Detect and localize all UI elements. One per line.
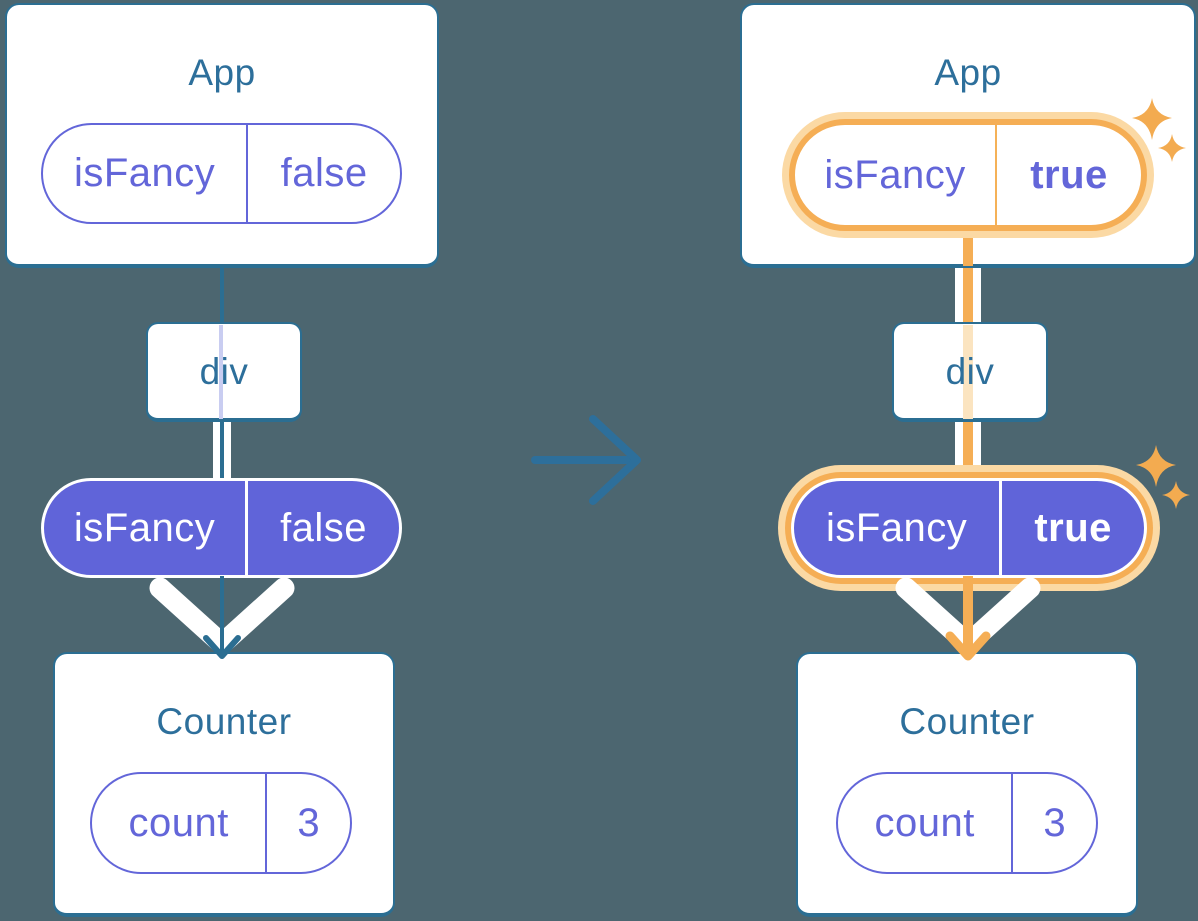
left-div-title: div (199, 351, 249, 392)
right-app-prop-pill-highlighted: isFancy true (789, 119, 1147, 231)
prop-name: isFancy (795, 125, 998, 225)
arrow-down-icon (895, 576, 1041, 661)
left-app-title: App (188, 52, 256, 93)
arrow-right-icon (531, 415, 641, 505)
right-passed-prop-pill-highlighted: isFancy true (791, 478, 1147, 578)
prop-value: false (280, 505, 368, 550)
right-app-title: App (934, 52, 1002, 93)
left-pipe-inner (220, 422, 224, 478)
left-counter-title: Counter (156, 701, 292, 742)
sparkle-icon (1136, 445, 1190, 509)
prop-value: true (1034, 505, 1112, 550)
right-div-title: div (945, 351, 995, 392)
left-edge-app-div (220, 266, 224, 324)
state-value: 3 (1043, 800, 1067, 845)
prop-name: isFancy (44, 481, 249, 575)
state-name: count (92, 774, 268, 872)
right-counter-state-pill: count 3 (836, 772, 1098, 874)
left-counter-state-pill: count 3 (90, 772, 352, 874)
state-name: count (838, 774, 1014, 872)
right-counter-title: Counter (899, 701, 1035, 742)
left-div-card (146, 322, 302, 422)
prop-name: isFancy (43, 125, 249, 222)
left-passed-prop-pill: isFancy false (41, 478, 402, 578)
left-prop-line-through-div (219, 325, 223, 419)
prop-name: isFancy (794, 481, 1003, 575)
right-prop-line-through-div (963, 325, 973, 419)
left-app-prop-pill: isFancy false (41, 123, 402, 224)
right-pipe-inner (963, 268, 973, 324)
prop-value: false (280, 151, 368, 195)
prop-value: true (1030, 152, 1108, 197)
right-pipe-inner (963, 422, 973, 478)
arrow-down-icon (149, 576, 295, 659)
right-prop-line-in-app (963, 238, 973, 266)
sparkle-icon (1132, 98, 1186, 162)
state-value: 3 (297, 800, 321, 845)
